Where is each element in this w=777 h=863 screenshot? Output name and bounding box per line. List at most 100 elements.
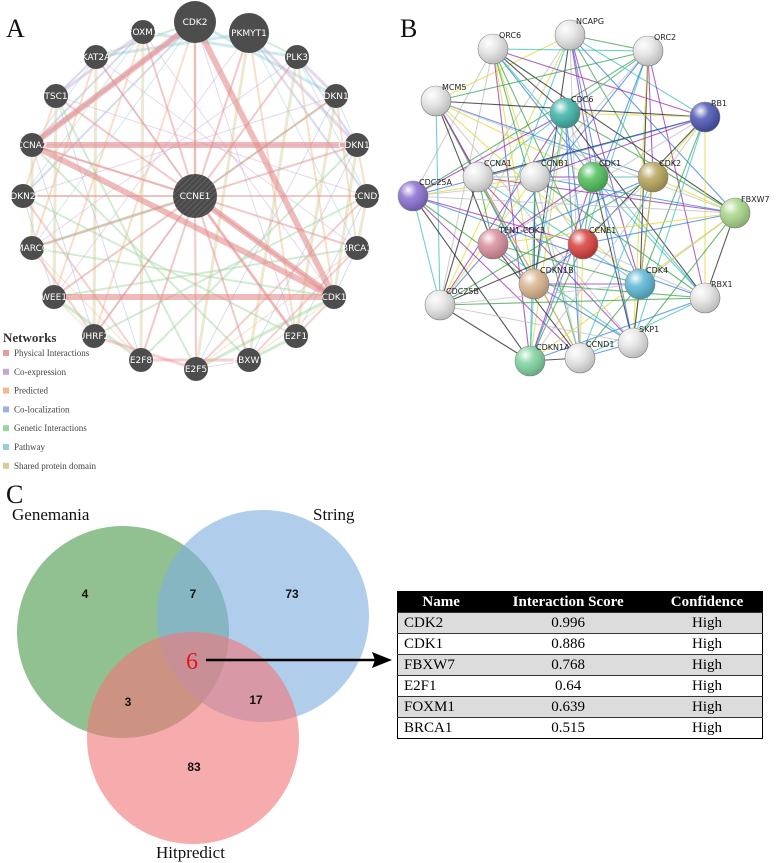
network-node: CDKN2C [4, 184, 42, 208]
network-edge [142, 31, 196, 197]
node-label: CDK1 [322, 293, 347, 303]
node-circle [345, 133, 369, 157]
network-edge [569, 34, 641, 285]
table-row: FOXM1 0.639 High [397, 696, 763, 718]
node-highlight [519, 269, 549, 299]
network-edge [31, 247, 142, 361]
legend-item: Co-expression [3, 367, 66, 377]
network-node: CDKN1A [317, 84, 356, 108]
network-node: UHRF2 [79, 324, 109, 348]
cell-confidence: High [652, 717, 763, 739]
table-row: CDK2 0.996 High [397, 612, 763, 634]
network-edge [435, 100, 654, 178]
network-node: CDC25A [397, 178, 453, 212]
network-edge [534, 116, 706, 178]
network-edge [412, 195, 535, 285]
network-edge [439, 243, 584, 306]
network-edge [194, 195, 297, 337]
cell-name: CDK1 [397, 633, 485, 655]
network-node: NCAPG [554, 17, 604, 51]
network-node: RBX1 [689, 280, 733, 314]
node-label: CDKN2C [4, 192, 42, 202]
network-edge [492, 48, 581, 359]
network-edge [533, 34, 571, 285]
node-label: CDK4 [646, 266, 668, 275]
node-highlight [633, 36, 663, 66]
legend-label: Shared protein domain [14, 461, 96, 471]
node-label: CCND1 [586, 340, 614, 349]
network-edge [248, 247, 358, 361]
node-circle [285, 45, 309, 69]
network-edge [492, 48, 594, 178]
node-label: FOXM1 [127, 28, 158, 38]
network-edge [632, 212, 736, 344]
venn-title-string: String [313, 505, 355, 524]
network-node: CDK2 [637, 159, 681, 193]
node-circle [284, 324, 308, 348]
node-label: SMARCC1 [10, 244, 54, 254]
network-edge [492, 243, 634, 344]
network-edge [492, 48, 566, 114]
network-node: ORC6 [477, 31, 521, 65]
network-edge [53, 195, 196, 298]
network-edge [95, 56, 196, 197]
network-edge [194, 20, 337, 98]
network-edge [194, 195, 197, 370]
network-node: CDK1 [322, 285, 347, 309]
network-node: WEE1 [41, 285, 67, 309]
network-edge [639, 116, 706, 285]
network-edge [579, 297, 706, 359]
legend-swatch [3, 425, 9, 432]
network-edge [477, 176, 736, 214]
legend-swatch [3, 444, 9, 450]
network-node: FBXW7 [233, 348, 265, 372]
network-edge [439, 112, 566, 306]
cell-confidence: High [652, 633, 763, 655]
node-highlight [478, 229, 508, 259]
network-edge [412, 195, 706, 299]
node-label: E2F5 [185, 365, 207, 375]
node-label: PLK3 [286, 53, 308, 63]
node-circle [82, 324, 106, 348]
network-node: SKP1 [617, 325, 659, 359]
network-node: CDKN1B [518, 266, 574, 300]
network-edge [22, 195, 297, 337]
network-edge [569, 34, 594, 178]
node-circle [20, 133, 44, 157]
network-node: CDKN1A [514, 343, 570, 377]
node-highlight [398, 181, 428, 211]
cell-name: FOXM1 [397, 696, 485, 718]
legend-swatch [3, 387, 9, 394]
network-edge [194, 195, 358, 249]
network-edge [22, 31, 144, 197]
network-edge [492, 48, 736, 214]
node-label: CDC25A [419, 178, 453, 187]
node-highlight [421, 86, 451, 116]
network-edge [412, 195, 441, 306]
network-node: CDK1 [577, 159, 621, 193]
network-node: RB1 [689, 99, 727, 133]
panel-letter-c: C [6, 480, 23, 509]
network-edge [31, 56, 97, 249]
network-edge [534, 176, 581, 359]
network-edge-strong [193, 193, 336, 300]
node-label: ORC6 [499, 31, 521, 40]
network-edge [492, 48, 706, 118]
cell-name: CDK2 [397, 612, 485, 634]
legend-label: Genetic Interactions [14, 423, 87, 433]
venn-count-string-hitpredict: 17 [249, 693, 263, 707]
header-name: Name [397, 591, 485, 613]
node-label: TEN1-CDK3 [498, 226, 545, 235]
network-edge-strong [30, 19, 197, 148]
node-circle [20, 236, 44, 260]
network-edge [435, 50, 649, 102]
network-edge [529, 297, 706, 362]
node-circle [173, 174, 217, 218]
genemania-network: CDK2PKMYT1FOXM1PLK3KAT2ACDKN1ATSC1CDKN1B… [4, 1, 383, 381]
node-circle [229, 13, 269, 53]
network-edge [492, 50, 649, 245]
cell-confidence: High [652, 612, 763, 634]
network-node: CCNE1 [173, 174, 217, 218]
legend-item: Physical Interactions [3, 348, 90, 358]
venn-count-center: 6 [186, 649, 198, 675]
